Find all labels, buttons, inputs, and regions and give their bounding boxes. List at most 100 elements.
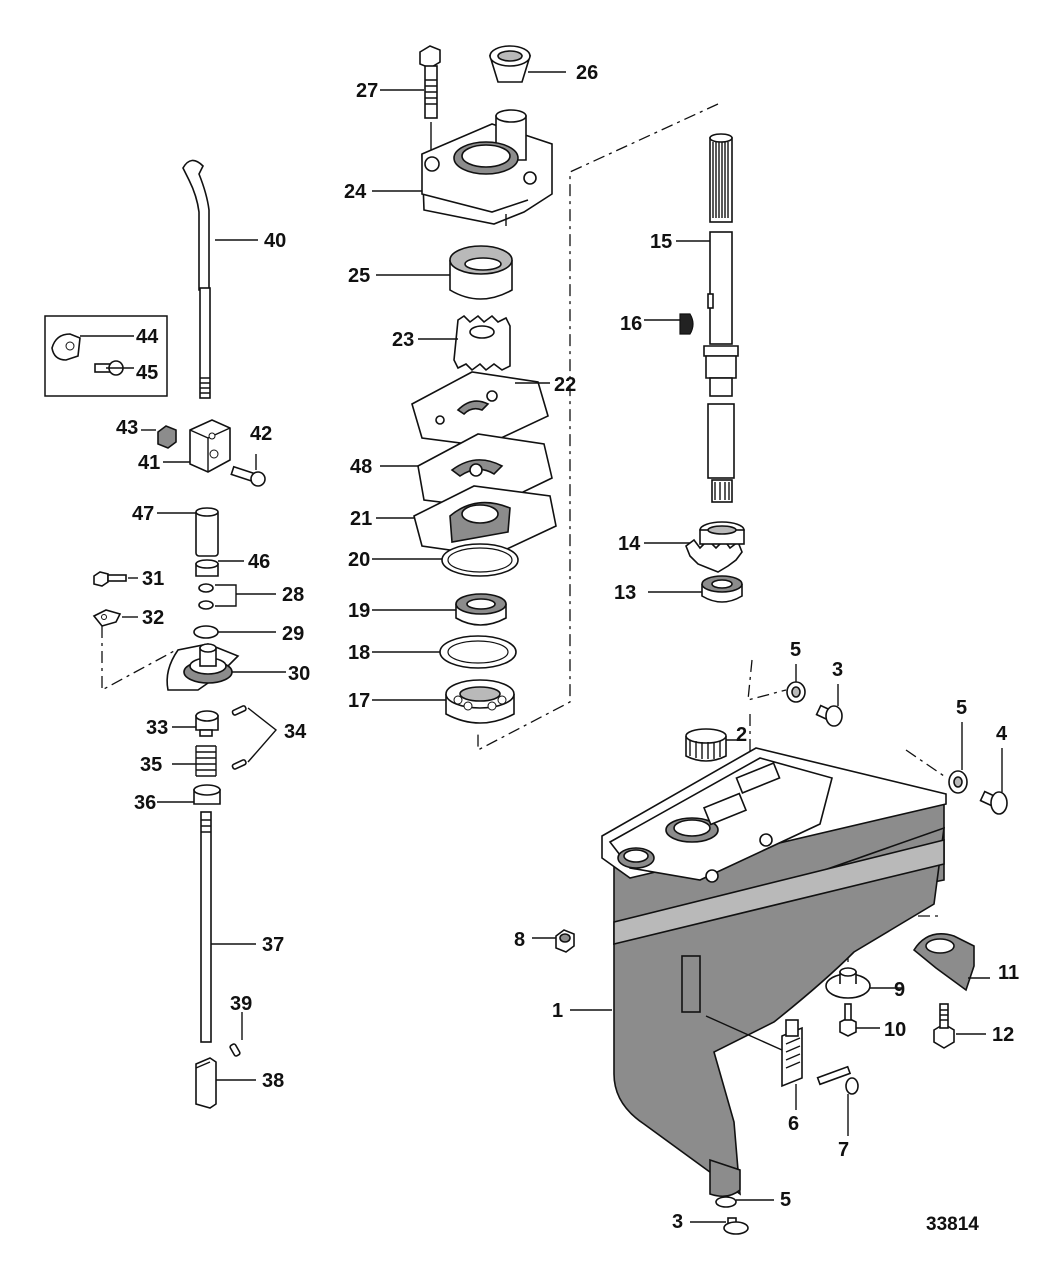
spring-35 — [195, 745, 217, 777]
shift-rod-40 — [182, 159, 211, 399]
callout-5-top: 5 — [790, 639, 801, 661]
washer-5-bottom — [715, 1196, 737, 1208]
o-rings-28 — [198, 583, 214, 610]
callout-2: 2 — [736, 724, 747, 746]
nut-8 — [555, 929, 575, 953]
callout-38: 38 — [262, 1070, 284, 1092]
callout-34: 34 — [284, 721, 307, 743]
callout-3-bottom: 3 — [672, 1211, 683, 1233]
callout-21: 21 — [350, 508, 372, 530]
callout-46: 46 — [248, 551, 270, 573]
callout-35: 35 — [140, 754, 162, 776]
callout-48: 48 — [350, 456, 372, 478]
key-16 — [679, 313, 694, 335]
plate-9 — [825, 967, 871, 999]
callout-5-right: 5 — [956, 697, 967, 719]
washer-5-right — [948, 770, 968, 794]
clip-32 — [92, 609, 122, 627]
shift-shaft-37 — [200, 811, 212, 1043]
callout-25: 25 — [348, 265, 370, 287]
callout-5-bottom: 5 — [780, 1189, 791, 1211]
screw-4 — [979, 790, 1008, 815]
callout-40: 40 — [264, 230, 286, 252]
bearing-17 — [445, 679, 515, 724]
callout-labels: 1 2 3 3 4 5 5 5 6 7 8 9 10 11 12 13 14 1… — [116, 62, 1019, 1233]
callout-18: 18 — [348, 642, 370, 664]
callout-45: 45 — [136, 362, 158, 384]
callout-32: 32 — [142, 607, 164, 629]
screw-7 — [816, 1065, 859, 1095]
impeller-23 — [453, 314, 511, 372]
callout-10: 10 — [884, 1019, 906, 1041]
callout-26: 26 — [576, 62, 598, 84]
callout-11: 11 — [998, 962, 1019, 984]
anode-6 — [781, 1019, 803, 1088]
callout-14: 14 — [618, 533, 641, 555]
callout-8: 8 — [514, 929, 525, 951]
callout-30: 30 — [288, 663, 310, 685]
pump-base-21 — [413, 485, 557, 557]
gearcase-1 — [601, 747, 947, 1198]
callout-43: 43 — [116, 417, 138, 439]
callout-6: 6 — [788, 1113, 799, 1135]
pump-housing-24 — [421, 109, 553, 226]
seal-29 — [193, 625, 219, 639]
bearing-19 — [455, 593, 507, 626]
callout-15: 15 — [650, 231, 672, 253]
callout-23: 23 — [392, 329, 414, 351]
washer-5-top — [786, 681, 806, 703]
driveshaft-15 — [703, 133, 739, 503]
seal-20 — [441, 543, 519, 577]
callout-33: 33 — [146, 717, 168, 739]
coupler-47 — [195, 507, 219, 557]
nut-13 — [701, 575, 743, 603]
nut-43 — [157, 425, 177, 449]
callout-4: 4 — [996, 723, 1008, 745]
callout-22: 22 — [554, 374, 576, 396]
screw-10 — [839, 1003, 857, 1037]
callout-13: 13 — [614, 582, 636, 604]
grommet-26 — [488, 45, 532, 83]
callout-37: 37 — [262, 934, 284, 956]
screw-3-top — [815, 704, 843, 727]
inset-box-44-45 — [44, 315, 168, 397]
trim-tab-11 — [912, 933, 975, 992]
callout-27: 27 — [356, 80, 378, 102]
screw-3-bottom — [723, 1217, 749, 1235]
callout-7: 7 — [838, 1139, 849, 1161]
gasket-22 — [411, 371, 549, 447]
callout-17: 17 — [348, 690, 370, 712]
shift-block-41 — [189, 419, 231, 473]
bolt-12 — [933, 1003, 955, 1049]
callout-12: 12 — [992, 1024, 1014, 1046]
bushing-36 — [193, 784, 221, 805]
callout-20: 20 — [348, 549, 370, 571]
callout-44: 44 — [136, 326, 159, 348]
callout-42: 42 — [250, 423, 272, 445]
cam-33 — [195, 710, 219, 737]
ring-18 — [439, 635, 517, 669]
callout-28: 28 — [282, 584, 304, 606]
insert-25 — [449, 245, 513, 300]
callout-9: 9 — [894, 979, 905, 1001]
bolt-31 — [93, 571, 127, 587]
bearing-2 — [685, 728, 727, 762]
plate-48 — [417, 433, 553, 509]
callout-16: 16 — [620, 313, 642, 335]
pins-34 — [231, 705, 247, 770]
shift-bushing-30 — [166, 643, 240, 691]
screw-42 — [230, 465, 266, 487]
callout-47: 47 — [132, 503, 154, 525]
pin-39 — [229, 1043, 241, 1057]
bolt-27 — [419, 45, 441, 119]
callout-39: 39 — [230, 993, 252, 1015]
callout-19: 19 — [348, 600, 370, 622]
callout-41: 41 — [138, 452, 160, 474]
callout-29: 29 — [282, 623, 304, 645]
callout-3-top: 3 — [832, 659, 843, 681]
nut-46 — [195, 559, 219, 577]
callout-36: 36 — [134, 792, 156, 814]
shift-cam-38 — [195, 1057, 217, 1109]
pinion-gear-14 — [685, 521, 745, 573]
